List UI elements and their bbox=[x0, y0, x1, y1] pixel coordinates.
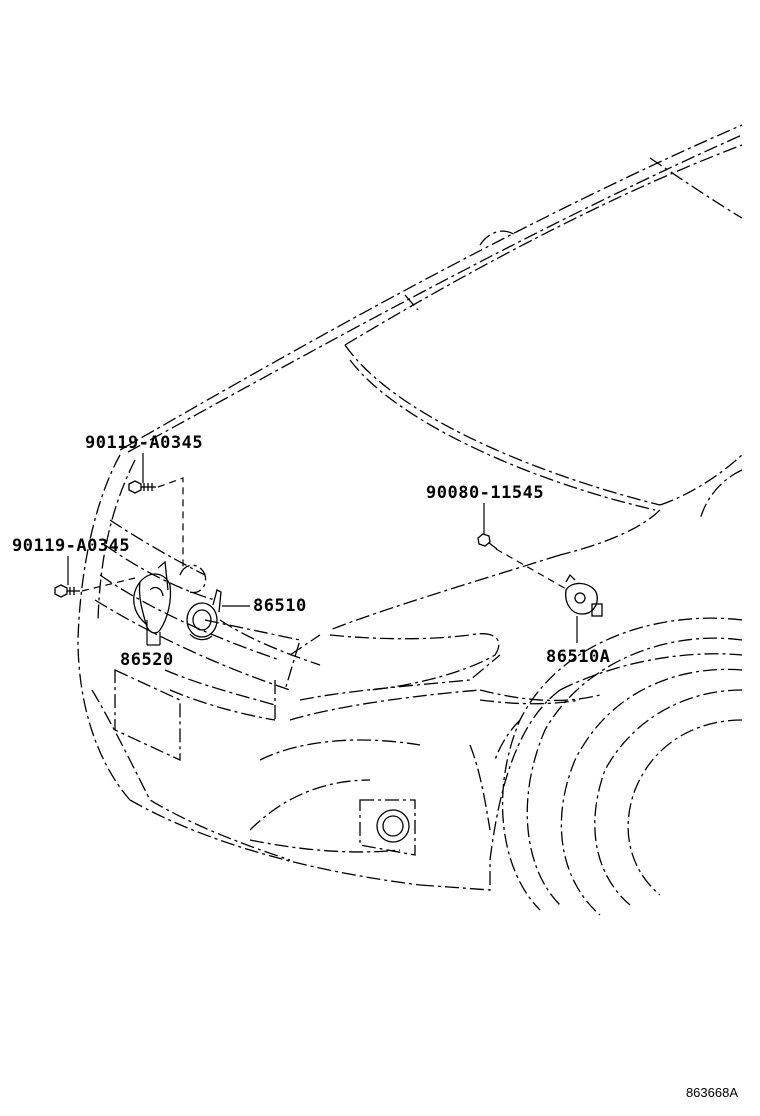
wheel bbox=[479, 617, 743, 916]
leader-lines bbox=[67, 453, 578, 646]
bolt-upper-icon bbox=[128, 480, 156, 494]
bolt-right-icon bbox=[477, 533, 498, 550]
part-label-86510A: 86510A bbox=[546, 647, 611, 667]
bumper-outline bbox=[77, 454, 601, 891]
part-label-90119-left: 90119-A0345 bbox=[12, 536, 131, 556]
part-label-90119-upper: 90119-A0345 bbox=[85, 433, 204, 453]
horn-86520 bbox=[133, 560, 172, 634]
part-label-90080: 90080-11545 bbox=[426, 483, 545, 503]
install-dashes bbox=[81, 477, 569, 592]
horn-86510 bbox=[179, 564, 222, 641]
horn-86510A bbox=[565, 573, 603, 617]
part-label-86520: 86520 bbox=[120, 650, 174, 670]
hood-outline bbox=[119, 124, 743, 631]
fog-lamp bbox=[376, 809, 410, 843]
reference-code: 863668A bbox=[685, 1085, 738, 1100]
bolt-left-icon bbox=[54, 584, 80, 598]
part-label-86510: 86510 bbox=[253, 596, 307, 616]
